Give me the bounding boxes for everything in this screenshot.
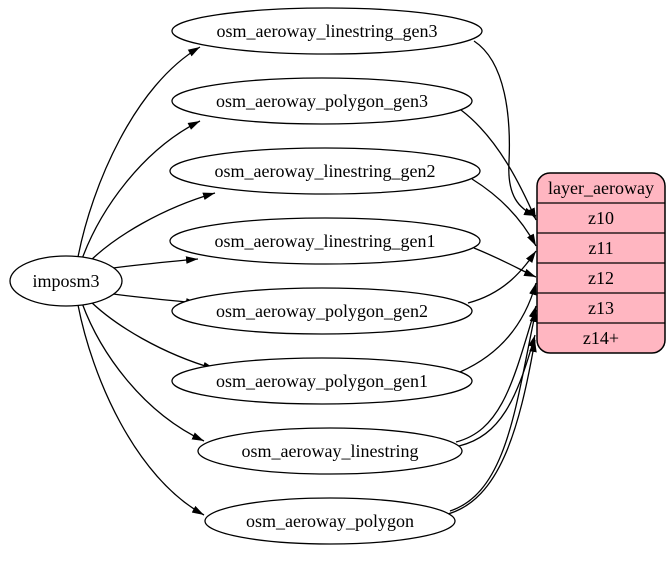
node-label: osm_aeroway_polygon_gen3 xyxy=(216,91,428,111)
node-shape xyxy=(171,7,483,55)
node-imposm3-label: imposm3 xyxy=(32,271,99,291)
node-osm_aeroway_linestring_gen3: osm_aeroway_linestring_gen3 xyxy=(171,7,483,55)
layer-row-z12: z12 xyxy=(588,268,614,288)
edge-osm_aeroway_linestring_gen2-z11 xyxy=(471,178,537,247)
edge-imposm3-osm_aeroway_linestring_gen2 xyxy=(87,192,216,264)
node-label: osm_aeroway_polygon xyxy=(246,511,414,531)
node-osm_aeroway_polygon_gen3: osm_aeroway_polygon_gen3 xyxy=(171,77,473,125)
layer-row-z10: z10 xyxy=(588,208,614,228)
edge-group-imports xyxy=(77,46,216,516)
node-label: osm_aeroway_polygon_gen2 xyxy=(216,301,428,321)
edge-osm_aeroway_polygon_gen1-z12 xyxy=(459,282,537,373)
node-osm_aeroway_linestring: osm_aeroway_linestring xyxy=(197,427,463,475)
layer-row-z11: z11 xyxy=(588,238,613,258)
edge-osm_aeroway_polygon_gen2-z11 xyxy=(467,250,537,304)
node-imposm3-shape xyxy=(9,255,123,307)
edge-osm_aeroway_linestring_gen3-z10 xyxy=(473,40,537,217)
node-osm_aeroway_polygon: osm_aeroway_polygon xyxy=(204,497,456,545)
edge-imposm3-osm_aeroway_polygon_gen3 xyxy=(81,120,201,260)
node-shape xyxy=(169,147,481,195)
edge-osm_aeroway_linestring-z14 xyxy=(458,334,536,447)
node-osm_aeroway_polygon_gen2: osm_aeroway_polygon_gen2 xyxy=(171,287,473,335)
edge-imposm3-osm_aeroway_linestring xyxy=(81,302,205,442)
edge-group-layer xyxy=(447,40,538,515)
node-imposm3: imposm3 xyxy=(9,255,123,307)
edge-osm_aeroway_linestring_gen1-z12 xyxy=(473,247,537,278)
edge-imposm3-osm_aeroway_polygon_gen1 xyxy=(87,298,216,370)
layer-title: layer_aeroway xyxy=(548,178,654,198)
edge-imposm3-osm_aeroway_polygon xyxy=(77,304,205,516)
node-osm_aeroway_linestring_gen2: osm_aeroway_linestring_gen2 xyxy=(169,147,481,195)
node-osm_aeroway_linestring_gen1: osm_aeroway_linestring_gen1 xyxy=(169,217,481,265)
node-layer_aeroway: layer_aeroway z10 z11 z12 z13 z14+ xyxy=(536,172,666,354)
node-shape xyxy=(171,357,473,405)
layer-row-z13: z13 xyxy=(588,298,614,318)
edge-imposm3-osm_aeroway_linestring_gen3 xyxy=(77,46,201,258)
edge-osm_aeroway_linestring-z13 xyxy=(455,305,537,443)
node-shape xyxy=(171,77,473,125)
layer-row-z14plus: z14+ xyxy=(583,328,619,348)
node-label: osm_aeroway_linestring_gen2 xyxy=(215,161,436,181)
node-label: osm_aeroway_linestring_gen3 xyxy=(217,21,438,41)
node-label: osm_aeroway_linestring xyxy=(242,441,419,461)
node-shape xyxy=(204,497,456,545)
node-shape xyxy=(197,427,463,475)
edge-osm_aeroway_polygon_gen3-z10 xyxy=(460,109,537,221)
node-label: osm_aeroway_polygon_gen1 xyxy=(216,371,428,391)
edge-osm_aeroway_polygon-z14 xyxy=(447,339,537,515)
node-label: osm_aeroway_linestring_gen1 xyxy=(215,231,436,251)
node-osm_aeroway_polygon_gen1: osm_aeroway_polygon_gen1 xyxy=(171,357,473,405)
node-shape xyxy=(171,287,473,335)
node-shape xyxy=(169,217,481,265)
edge-osm_aeroway_polygon-z13 xyxy=(449,309,538,512)
